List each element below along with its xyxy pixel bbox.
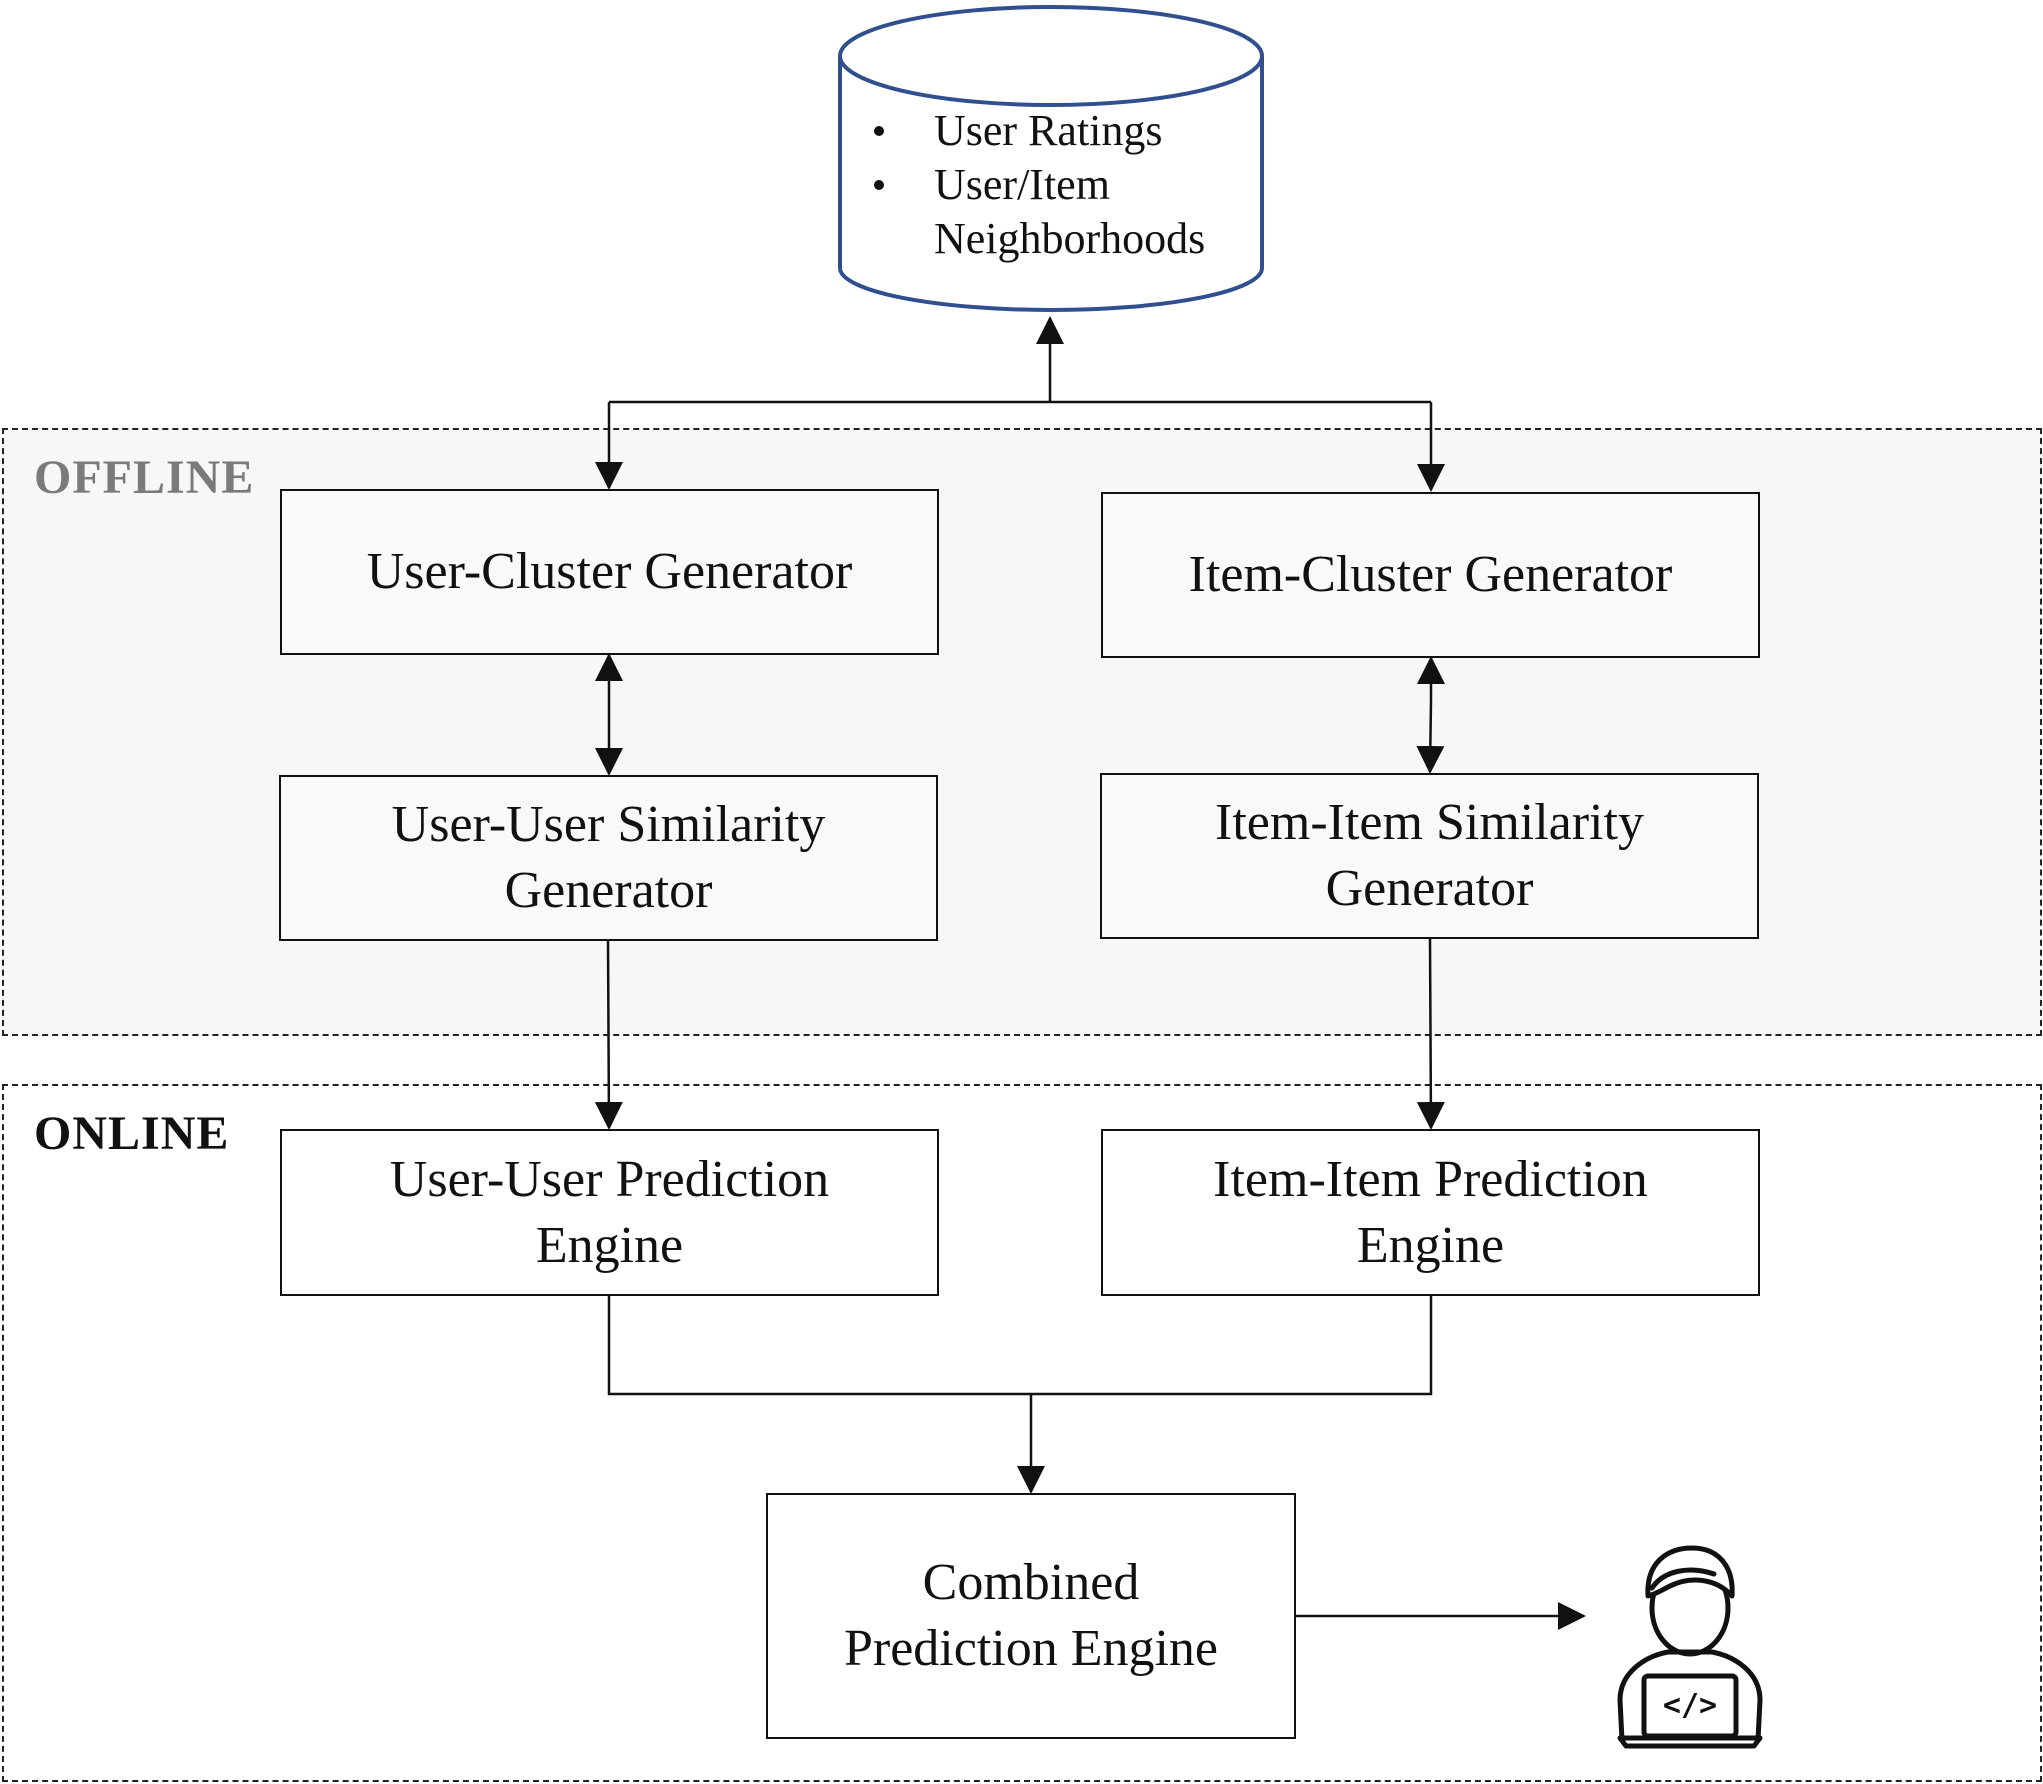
item-prediction-label-line-1: Item-Item Prediction <box>1213 1150 1648 1208</box>
cluster-similarity-connectors <box>595 653 1445 776</box>
item-cluster-generator: Item-Cluster Generator <box>1101 492 1760 658</box>
user-prediction-label-line-1: User-User Prediction <box>389 1150 830 1208</box>
offline-label: OFFLINE <box>34 451 255 504</box>
user-similarity-label-line-2: Generator <box>504 862 713 919</box>
developer-laptop-icon <box>1617 1545 1763 1749</box>
online-label: ONLINE <box>34 1107 230 1160</box>
combined-prediction-label-line-2: Prediction Engine <box>843 1620 1219 1677</box>
user-user-similarity-generator: User-User Similarity Generator <box>279 775 938 941</box>
db-distribution-connector <box>595 316 1445 492</box>
item-similarity-label-line-1: Item-Item Similarity <box>1215 794 1644 851</box>
item-item-similarity-generator: Item-Item Similarity Generator <box>1100 773 1759 939</box>
bullet-icon <box>874 126 884 136</box>
user-prediction-label-line-2: Engine <box>535 1216 684 1274</box>
user-similarity-label-line-1: User-User Similarity <box>391 796 826 853</box>
bullet-icon <box>874 180 884 190</box>
database-cylinder <box>838 5 1264 312</box>
database-item-user-item: User/Item <box>934 160 1110 209</box>
database-contents: User Ratings User/Item Neighborhoods <box>870 104 1250 274</box>
similarity-prediction-connectors <box>594 938 1445 1130</box>
item-item-prediction-engine: Item-Item Prediction Engine <box>1101 1129 1760 1296</box>
user-user-prediction-engine: User-User Prediction Engine <box>280 1129 939 1296</box>
database-item-user-ratings: User Ratings <box>934 106 1163 155</box>
user-cluster-generator-label: User-Cluster Generator <box>366 543 853 600</box>
item-prediction-label-line-2: Engine <box>1356 1216 1505 1274</box>
item-similarity-label-line-2: Generator <box>1325 860 1534 917</box>
combined-prediction-label-line-1: Combined <box>922 1554 1140 1611</box>
prediction-merge-connector <box>607 1296 1433 1494</box>
combined-prediction-engine: Combined Prediction Engine <box>766 1493 1296 1739</box>
database-item-neighborhoods: Neighborhoods <box>934 214 1206 263</box>
laptop-code-glyph: </> <box>1662 1688 1718 1723</box>
item-cluster-generator-label: Item-Cluster Generator <box>1188 546 1673 603</box>
user-cluster-generator: User-Cluster Generator <box>280 489 939 655</box>
